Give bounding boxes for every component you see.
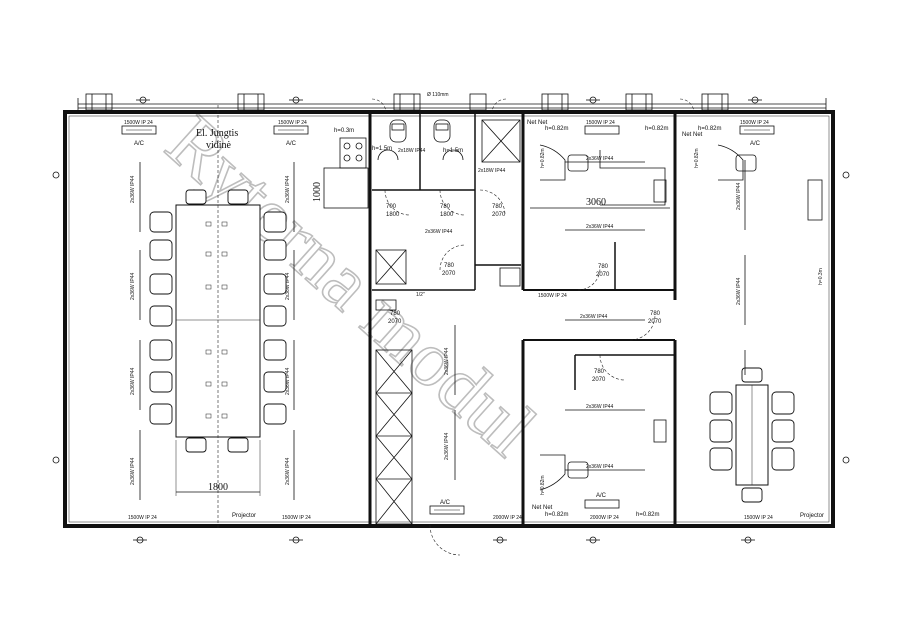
room-label-line2: vidinė xyxy=(206,140,232,151)
height-label-v3: h=0.82m xyxy=(540,475,546,495)
dim-1800-label: 1800 xyxy=(208,482,228,493)
door-780c: 780 xyxy=(444,263,455,269)
height-label-15a: h=1.5m xyxy=(372,146,392,152)
socket-label-5: 1500W IP 24 xyxy=(586,120,615,126)
stair-label: 1/2" xyxy=(416,292,425,298)
door-2070f: 2070 xyxy=(592,377,606,383)
light-label-r1: 2x36W IP44 xyxy=(285,176,291,203)
outer-walls xyxy=(63,110,835,528)
projector-label-2: Projector xyxy=(800,513,824,519)
external-lamps-sides xyxy=(52,171,850,464)
net-label-3: Net Net xyxy=(532,505,553,511)
height-label-03: h=0.3m xyxy=(334,128,354,134)
meeting-table-right xyxy=(735,384,769,486)
conference-table xyxy=(175,105,261,530)
height-label-v1: h=0.82m xyxy=(540,148,546,168)
door-780g: 780 xyxy=(594,369,605,375)
dimension-1800 xyxy=(175,440,261,496)
top-units xyxy=(85,93,729,111)
socket-label-4: 1500W IP 24 xyxy=(282,515,311,521)
socket-label-7: 1500W IP 24 xyxy=(538,293,567,299)
light-label-r3: 2x36W IP44 xyxy=(285,368,291,395)
dim-1000: 1000 xyxy=(312,182,323,202)
light-label-r4: 2x36W IP44 xyxy=(285,458,291,485)
light-label-l4: 2x36W IP44 xyxy=(130,458,136,485)
socket-label-3: 1500W IP 24 xyxy=(128,515,157,521)
door-swings xyxy=(371,98,695,556)
office-light-3: 2x36W IP44 xyxy=(580,314,607,320)
door-780d: 780 xyxy=(390,311,401,317)
office-light-7: 2x36W IP44 xyxy=(736,278,742,305)
ac-label-1: A/C xyxy=(134,141,145,147)
office-light-5: 2x36W IP44 xyxy=(586,464,613,470)
corridor-light-1: 2x36W IP44 xyxy=(444,348,450,375)
room-label-line1: El. Jungtis xyxy=(196,128,238,139)
door-1800a: 1800 xyxy=(386,212,400,218)
net-label-2: Net Net xyxy=(682,132,703,138)
door-780a: 780 xyxy=(440,204,451,210)
light-label-l1: 2x36W IP44 xyxy=(130,176,136,203)
ac-label-3: A/C xyxy=(750,141,761,147)
door-780e: 780 xyxy=(598,264,609,270)
door-2070c: 2070 xyxy=(388,319,402,325)
light-2x18a: 2x18W IP44 xyxy=(398,148,425,154)
door-780b: 780 xyxy=(492,204,503,210)
light-2x18b: 2x18W IP44 xyxy=(478,168,505,174)
office-lights xyxy=(565,160,746,471)
height-label-1: h=0.82m xyxy=(545,126,569,132)
light-label-r2: 2x36W IP44 xyxy=(285,273,291,300)
office-light-4: 2x36W IP44 xyxy=(586,404,613,410)
door-2070b: 2070 xyxy=(442,271,456,277)
door-2070a: 2070 xyxy=(492,212,506,218)
height-label-v4: h=0.3m xyxy=(818,268,824,285)
light-fixtures-left xyxy=(139,162,295,500)
ac-label-2: A/C xyxy=(286,141,297,147)
socket-label-6: 1500W IP 24 xyxy=(740,120,769,126)
table-sockets xyxy=(205,221,228,419)
staircase xyxy=(375,249,413,525)
door-2070e: 2070 xyxy=(648,319,662,325)
interior-walls xyxy=(368,114,677,524)
office-light-6: 2x36W IP44 xyxy=(736,183,742,210)
chairs-left xyxy=(149,189,287,453)
door-780f: 780 xyxy=(650,311,661,317)
projector-label-1: Projector xyxy=(232,513,256,519)
light-label-l2: 2x36W IP44 xyxy=(130,273,136,300)
light-label-l3: 2x36W IP44 xyxy=(130,368,136,395)
socket-label-2: 1500W IP 24 xyxy=(278,120,307,126)
ac-label-5: A/C xyxy=(596,493,607,499)
height-label-v2: h=0.82m xyxy=(694,148,700,168)
door-2070d: 2070 xyxy=(596,272,610,278)
dim-3060-label: 3060 xyxy=(586,197,606,208)
height-label-3: h=0.82m xyxy=(698,126,722,132)
office-light-1: 2x36W IP44 xyxy=(586,156,613,162)
door-700: 700 xyxy=(386,204,397,210)
top-rail xyxy=(77,98,827,112)
ac-units xyxy=(121,125,775,515)
socket-label-8: 1500W IP 24 xyxy=(744,515,773,521)
external-lamps-bottom xyxy=(133,536,755,544)
net-label-1: Net Net xyxy=(527,120,548,126)
door-1800b: 1800 xyxy=(440,212,454,218)
socket-label-1: 1500W IP 24 xyxy=(124,120,153,126)
socket-label-10: 2000W IP 24 xyxy=(590,515,619,521)
light-corridor: 2x36W IP44 xyxy=(425,229,452,235)
socket-label-9: 2000W IP 24 xyxy=(493,515,522,521)
height-label-2: h=0.82m xyxy=(645,126,669,132)
ac-label-4: A/C xyxy=(440,500,451,506)
height-label-5: h=0.82m xyxy=(636,512,660,518)
chairs-right xyxy=(709,367,795,503)
bathroom-fixtures xyxy=(323,119,521,287)
pipe-label: Ø 110mm xyxy=(427,92,449,98)
height-label-4: h=0.82m xyxy=(545,512,569,518)
external-lamps-top xyxy=(136,96,762,104)
office-light-2: 2x36W IP44 xyxy=(586,224,613,230)
height-label-15b: h=1.5m xyxy=(443,148,463,154)
corridor-light-2: 2x36W IP44 xyxy=(444,433,450,460)
